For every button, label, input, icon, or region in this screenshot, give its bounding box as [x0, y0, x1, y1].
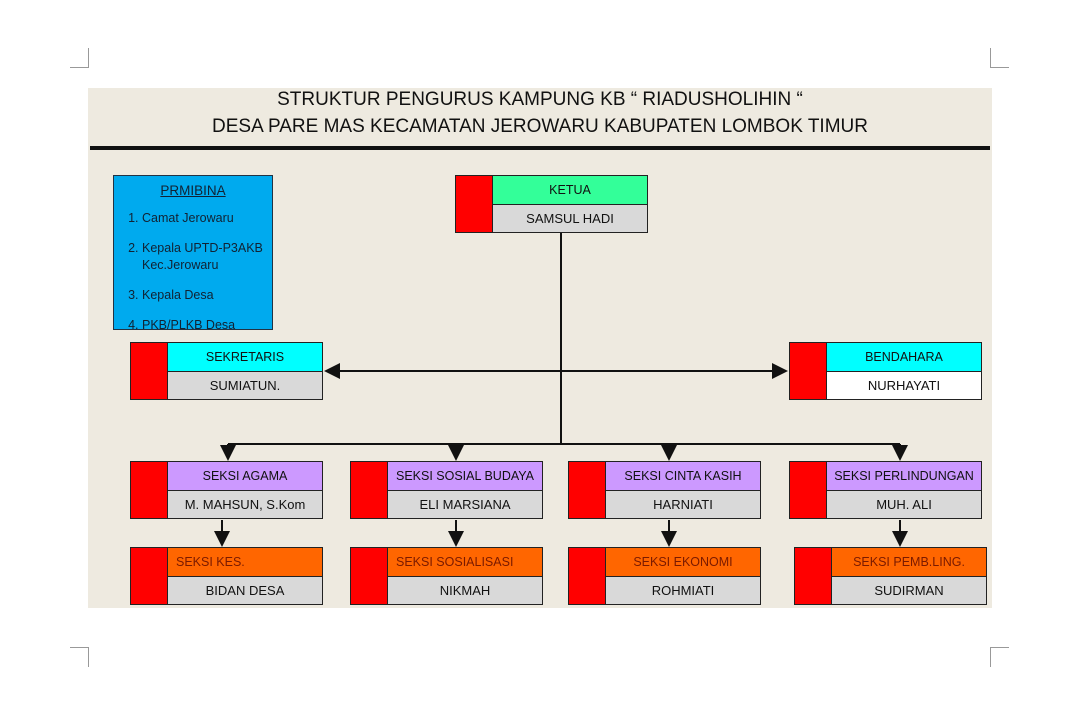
person-name: HARNIATI [606, 490, 760, 518]
person-name: M. MAHSUN, S.Kom [168, 490, 322, 518]
crop-mark [990, 647, 1009, 648]
red-marker [569, 462, 606, 518]
position-box-seksi-sosial-budaya: SEKSI SOSIAL BUDAYA ELI MARSIANA [350, 461, 543, 519]
position-box-seksi-sosialisasi: SEKSI SOSIALISASI NIKMAH [350, 547, 543, 605]
red-marker [131, 343, 168, 399]
person-name: ROHMIATI [606, 576, 760, 604]
crop-mark [88, 48, 89, 68]
crop-mark [70, 67, 89, 68]
role-label: KETUA [493, 176, 647, 205]
role-label: SEKSI SOSIAL BUDAYA [388, 462, 542, 491]
crop-mark [990, 67, 1009, 68]
role-label: SEKSI EKONOMI [606, 548, 760, 577]
red-marker [569, 548, 606, 604]
role-label: SEKSI KES. [168, 548, 322, 577]
position-box-seksi-cinta-kasih: SEKSI CINTA KASIH HARNIATI [568, 461, 761, 519]
person-name: SUDIRMAN [832, 576, 986, 604]
red-marker [131, 462, 168, 518]
crop-mark [990, 48, 991, 68]
person-name: MUH. ALI [827, 490, 981, 518]
person-name: NURHAYATI [827, 371, 981, 399]
person-name: ELI MARSIANA [388, 490, 542, 518]
pembina-item: PKB/PLKB Desa [142, 317, 272, 329]
role-label: SEKSI PERLINDUNGAN [827, 462, 981, 491]
role-label: SEKSI CINTA KASIH [606, 462, 760, 491]
person-name: BIDAN DESA [168, 576, 322, 604]
red-marker [456, 176, 493, 232]
person-name: NIKMAH [388, 576, 542, 604]
crop-mark [88, 647, 89, 667]
position-box-seksi-kes: SEKSI KES. BIDAN DESA [130, 547, 323, 605]
role-label: BENDAHARA [827, 343, 981, 372]
pembina-item: Kepala UPTD-P3AKB Kec.Jerowaru [142, 240, 272, 274]
title-line-1: STRUKTUR PENGURUS KAMPUNG KB “ RIADUSHOL… [277, 89, 803, 110]
crop-mark [70, 647, 89, 648]
position-box-seksi-agama: SEKSI AGAMA M. MAHSUN, S.Kom [130, 461, 323, 519]
person-name: SAMSUL HADI [493, 204, 647, 232]
person-name: SUMIATUN. [168, 371, 322, 399]
role-label: SEKSI PEMB.LING. [832, 548, 986, 577]
title-divider [90, 146, 990, 150]
position-box-bendahara: BENDAHARA NURHAYATI [789, 342, 982, 400]
position-box-seksi-pemb-ling: SEKSI PEMB.LING. SUDIRMAN [794, 547, 987, 605]
position-box-sekretaris: SEKRETARIS SUMIATUN. [130, 342, 323, 400]
position-box-seksi-ekonomi: SEKSI EKONOMI ROHMIATI [568, 547, 761, 605]
pembina-item: Kepala Desa [142, 287, 272, 304]
red-marker [790, 462, 827, 518]
role-label: SEKRETARIS [168, 343, 322, 372]
red-marker [351, 462, 388, 518]
title-line-2: DESA PARE MAS KECAMATAN JEROWARU KABUPAT… [212, 116, 868, 137]
red-marker [790, 343, 827, 399]
position-box-seksi-perlindungan: SEKSI PERLINDUNGAN MUH. ALI [789, 461, 982, 519]
red-marker [131, 548, 168, 604]
red-marker [795, 548, 832, 604]
role-label: SEKSI SOSIALISASI [388, 548, 542, 577]
crop-mark [990, 647, 991, 667]
pembina-item: Camat Jerowaru [142, 210, 272, 227]
pembina-heading: PRMIBINA [160, 183, 226, 198]
pembina-box: PRMIBINA Camat Jerowaru Kepala UPTD-P3AK… [113, 175, 273, 330]
position-box-ketua: KETUA SAMSUL HADI [455, 175, 648, 233]
role-label: SEKSI AGAMA [168, 462, 322, 491]
red-marker [351, 548, 388, 604]
